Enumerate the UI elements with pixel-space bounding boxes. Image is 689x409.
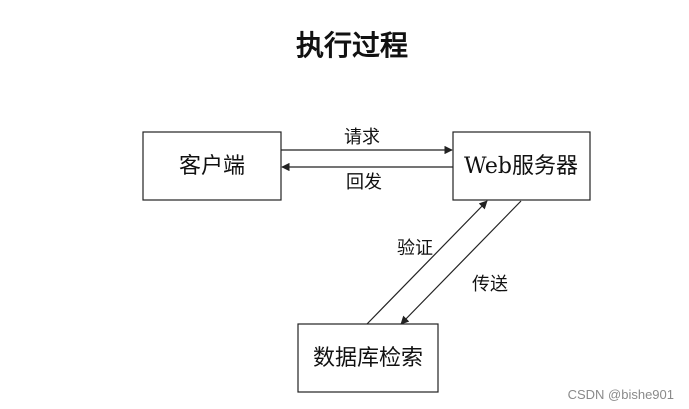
node-db-search: 数据库检索 bbox=[297, 323, 439, 393]
edge-transfer-label: 传送 bbox=[472, 274, 508, 295]
edge-reply-label: 回发 bbox=[346, 172, 382, 193]
node-web-server-box bbox=[452, 131, 591, 201]
edge-transfer-arrow bbox=[400, 200, 522, 325]
node-web-server-label: Web服务器 bbox=[464, 154, 578, 179]
watermark-text: CSDN @bishe901 bbox=[568, 387, 674, 402]
edge-verify-arrow bbox=[366, 200, 488, 325]
node-client-box bbox=[142, 131, 282, 201]
diagram-title: 执行过程 bbox=[296, 29, 408, 62]
node-db-search-box bbox=[297, 323, 439, 393]
edge-verify-label: 验证 bbox=[397, 238, 433, 259]
node-client: 客户端 bbox=[142, 131, 282, 201]
edge-request-label: 请求 bbox=[344, 127, 380, 148]
node-client-label: 客户端 bbox=[179, 154, 245, 179]
node-db-search-label: 数据库检索 bbox=[313, 346, 423, 371]
node-web-server: Web服务器 bbox=[452, 131, 591, 201]
